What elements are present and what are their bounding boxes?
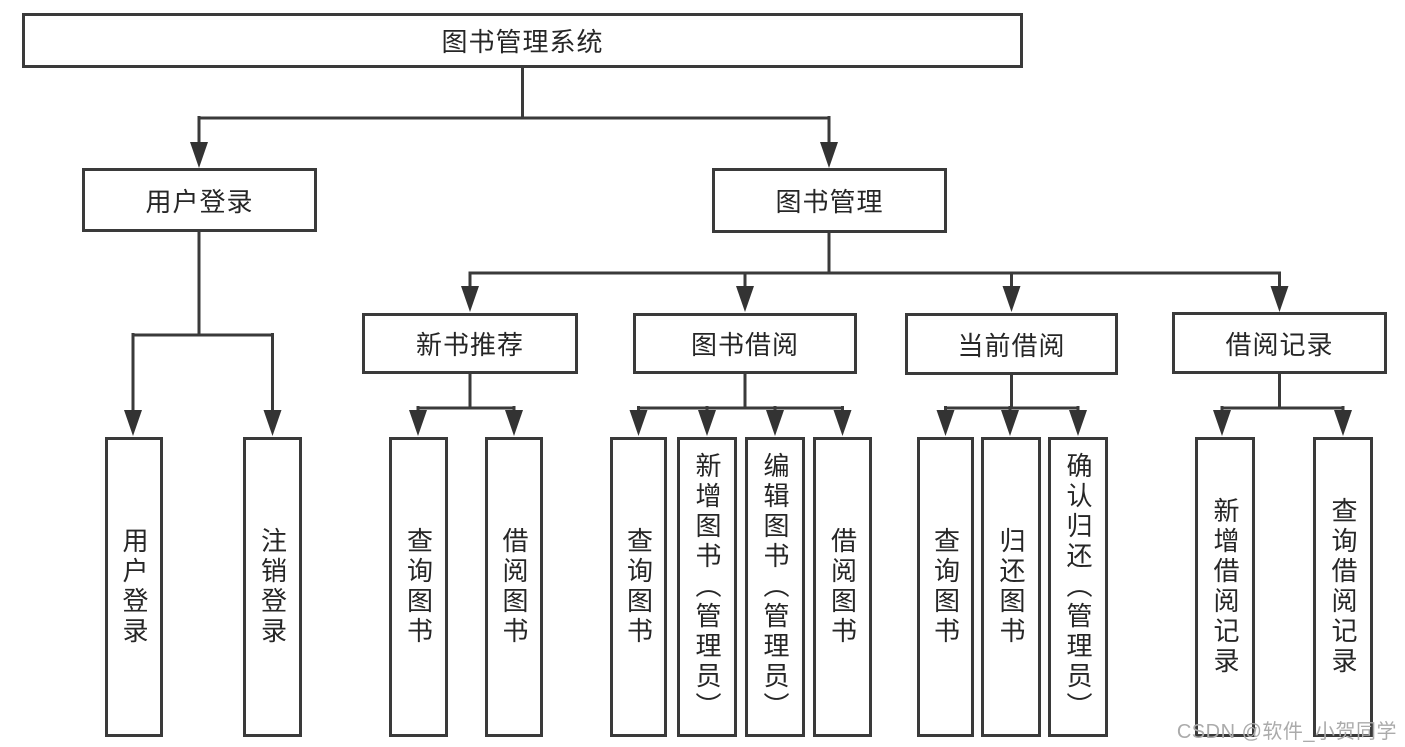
leaf-current-return-label: 归还图书 bbox=[996, 527, 1026, 647]
watermark: CSDN @软件_小贺同学 bbox=[1176, 721, 1397, 743]
leaf-records-query-label: 查询借阅记录 bbox=[1328, 497, 1358, 677]
node-new-books: 新书推荐 bbox=[362, 313, 578, 374]
node-book-mgmt-label: 图书管理 bbox=[775, 187, 884, 217]
leaf-user-login: 用户登录 bbox=[105, 437, 163, 737]
node-current-borrow: 当前借阅 bbox=[905, 313, 1118, 375]
leaf-borrow-add: 新增图书（管理员） bbox=[677, 437, 737, 737]
leaf-borrow-lend: 借阅图书 bbox=[813, 437, 872, 737]
node-current-borrow-label: 当前借阅 bbox=[957, 330, 1066, 361]
leaf-current-return: 归还图书 bbox=[981, 437, 1041, 737]
connector-user-login-subtree bbox=[124, 232, 282, 436]
node-root: 图书管理系统 bbox=[22, 13, 1023, 68]
leaf-logout: 注销登录 bbox=[243, 437, 302, 737]
leaf-current-confirm-label: 确认归还（管理员） bbox=[1063, 452, 1093, 722]
leaf-borrow-edit-label: 编辑图书（管理员） bbox=[760, 452, 790, 722]
leaf-borrow-edit: 编辑图书（管理员） bbox=[745, 437, 805, 737]
leaf-records-add-label: 新增借阅记录 bbox=[1210, 497, 1240, 677]
node-book-borrow: 图书借阅 bbox=[633, 313, 857, 374]
leaf-newbooks-borrow-label: 借阅图书 bbox=[499, 527, 529, 647]
connector-borrow-records-subtree bbox=[1213, 374, 1352, 436]
leaf-current-confirm: 确认归还（管理员） bbox=[1048, 437, 1108, 737]
leaf-current-query: 查询图书 bbox=[917, 437, 974, 737]
leaf-borrow-add-label: 新增图书（管理员） bbox=[692, 452, 722, 722]
node-user-login-label: 用户登录 bbox=[145, 186, 254, 217]
leaf-newbooks-borrow: 借阅图书 bbox=[485, 437, 543, 737]
node-book-mgmt: 图书管理 bbox=[712, 168, 947, 233]
connector-current-borrow-subtree bbox=[936, 375, 1087, 436]
leaf-borrow-query-label: 查询图书 bbox=[623, 527, 654, 647]
node-new-books-label: 新书推荐 bbox=[415, 330, 524, 360]
connector-new-books-subtree bbox=[409, 374, 523, 436]
node-book-borrow-label: 图书借阅 bbox=[690, 330, 799, 360]
leaf-user-login-label: 用户登录 bbox=[119, 527, 149, 647]
leaf-newbooks-query-label: 查询图书 bbox=[403, 527, 434, 647]
connector-book-borrow-subtree bbox=[629, 373, 852, 436]
leaf-records-add: 新增借阅记录 bbox=[1195, 437, 1255, 737]
connector-root-to-level2 bbox=[190, 68, 838, 168]
node-root-label: 图书管理系统 bbox=[441, 27, 604, 57]
connector-book-mgmt-to-level3 bbox=[461, 233, 1289, 312]
node-user-login: 用户登录 bbox=[82, 168, 317, 232]
leaf-newbooks-query: 查询图书 bbox=[389, 437, 448, 737]
leaf-borrow-lend-label: 借阅图书 bbox=[827, 527, 858, 647]
node-borrow-records-label: 借阅记录 bbox=[1225, 329, 1334, 360]
leaf-logout-label: 注销登录 bbox=[257, 527, 288, 647]
leaf-current-query-label: 查询图书 bbox=[930, 527, 961, 647]
node-borrow-records: 借阅记录 bbox=[1172, 312, 1387, 374]
leaf-records-query: 查询借阅记录 bbox=[1313, 437, 1373, 737]
leaf-borrow-query: 查询图书 bbox=[610, 437, 667, 737]
